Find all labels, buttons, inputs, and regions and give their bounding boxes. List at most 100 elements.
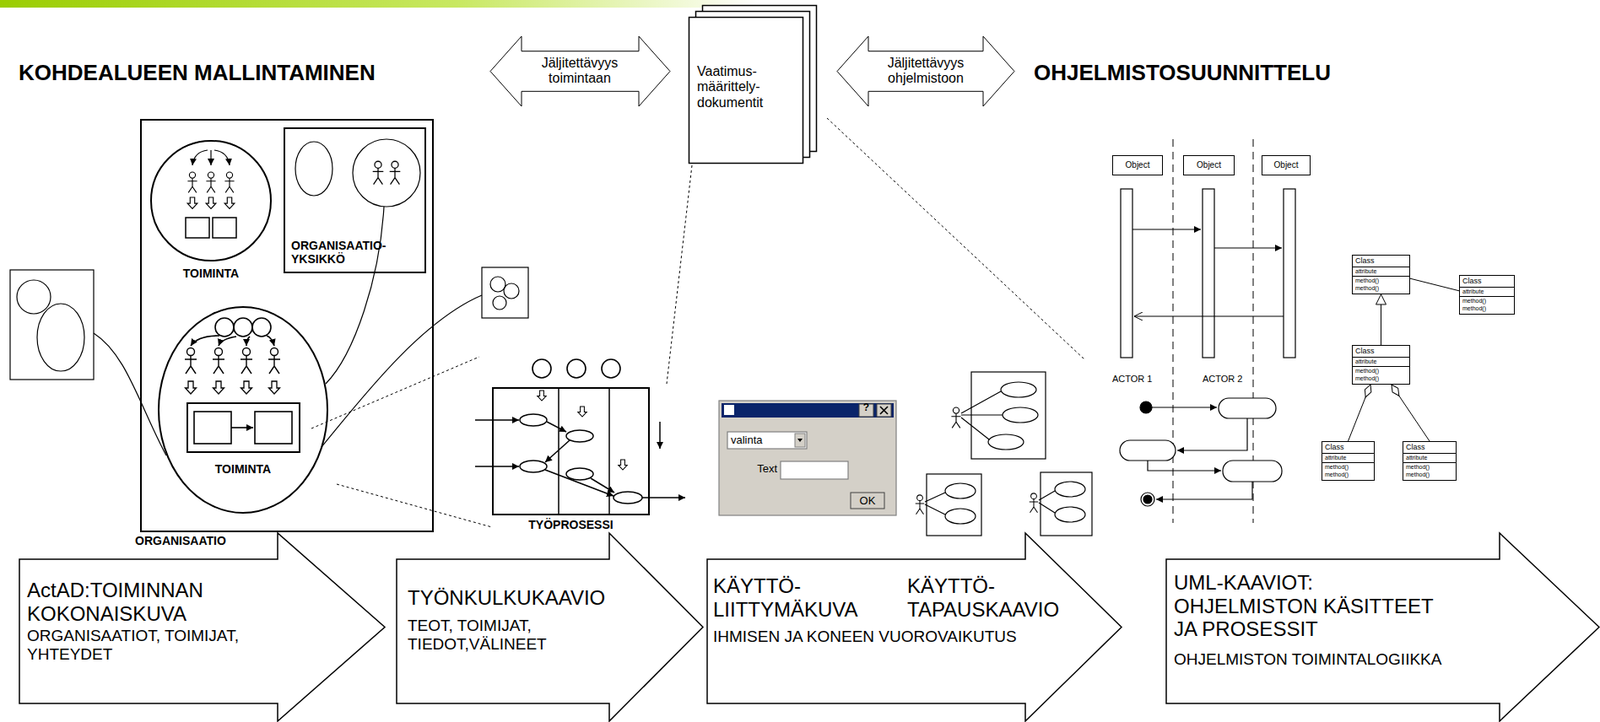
trace-arrow-text: Jäljitettävyys ohjelmistoon <box>870 55 981 87</box>
class-name: Class <box>1403 442 1456 455</box>
dialog-window <box>727 432 807 449</box>
object-box: Object <box>1261 155 1311 176</box>
activity-figures <box>192 150 208 166</box>
dialog-window <box>724 405 735 416</box>
process-flow <box>558 387 610 516</box>
phase-arrow-outline <box>706 532 1123 722</box>
title-bar <box>0 0 760 8</box>
swimlane-label: ACTOR 2 <box>1202 373 1243 385</box>
activity-figures <box>218 336 237 346</box>
process-flow <box>659 421 661 449</box>
phase-arrow: KÄYTTÖ- LIITTYMÄKUVAKÄYTTÖ- TAPAUSKAAVIO… <box>706 532 1123 722</box>
dialog-window <box>780 461 849 480</box>
class-box: Classattributemethod() method() <box>1459 275 1515 315</box>
class-attribute: attribute <box>1352 357 1410 368</box>
phase-arrow-text: UML-KAAVIOT: OHJELMISTON KÄSITTEET JA PR… <box>1173 571 1453 642</box>
activity-figures <box>214 150 230 166</box>
activity-figures <box>205 197 217 210</box>
block-arrow-shape <box>707 533 1122 722</box>
activity-figures <box>224 197 235 210</box>
phase-arrow-text: TYÖNKULKUKAAVIO <box>407 586 628 611</box>
activity-figures <box>246 336 250 346</box>
class-name: Class <box>1352 255 1410 268</box>
sequence-diagram <box>1132 228 1201 230</box>
dialog-box: ?valintaTextOK <box>718 400 897 516</box>
trace-arrow: Jäljitettävyys toimintaan <box>489 35 671 108</box>
activity-diagram <box>1119 398 1282 507</box>
block-arrow-shape <box>1166 533 1600 722</box>
process-flow <box>566 430 594 443</box>
dialog-window <box>876 404 892 417</box>
activity-diagram <box>1140 492 1155 507</box>
relation-curve <box>93 333 167 456</box>
activity-figures <box>213 381 225 395</box>
activity-circle-outline <box>150 140 272 284</box>
use-case-diagram <box>951 407 961 428</box>
context-box <box>37 303 85 372</box>
unit-figures <box>389 161 401 184</box>
activity-figures <box>241 381 253 395</box>
activity-ellipse-outline <box>157 306 329 514</box>
activity-diagram <box>1177 418 1248 451</box>
phase-arrow: UML-KAAVIOT: OHJELMISTON KÄSITTEET JA PR… <box>1165 532 1600 722</box>
activity-figures <box>231 427 254 429</box>
class-name: Class <box>1459 275 1514 288</box>
relation-curve <box>321 295 482 448</box>
swimlane-label: ACTOR 1 <box>1112 373 1152 385</box>
process-flow <box>545 440 570 463</box>
document-page <box>689 17 804 164</box>
relation-curve <box>325 206 384 384</box>
activity-diagram <box>1143 495 1152 504</box>
document-stack-text: Vaatimus- määrittely- dokumentit <box>697 64 792 111</box>
box-border <box>284 128 426 273</box>
dialog-box-text: Text <box>739 463 778 476</box>
activity-diagram <box>1156 481 1253 500</box>
use-case-diagram <box>915 372 1092 536</box>
context-box <box>481 267 529 319</box>
process-flow <box>475 419 519 422</box>
unit-figures <box>352 139 421 207</box>
class-relation <box>1380 294 1382 346</box>
activity-figures <box>233 318 253 337</box>
process-box-text: TYÖPROSESSI <box>491 518 650 532</box>
class-relation <box>1410 278 1460 292</box>
sequence-diagram <box>1120 139 1296 524</box>
activity-figures <box>185 217 210 238</box>
use-case-diagram <box>1054 481 1086 498</box>
class-relation <box>1348 384 1372 442</box>
use-case-diagram <box>1000 382 1037 398</box>
process-flow <box>590 478 615 493</box>
process-flow <box>566 468 594 481</box>
class-methods: method() method() <box>1403 463 1443 481</box>
process-box-outline <box>491 387 650 536</box>
process-flow <box>578 406 587 417</box>
activity-figures <box>212 348 225 375</box>
organisation-box: ORGANISAATIOTOIMINTAORGANISAATIO- YKSIKK… <box>140 118 434 552</box>
zoom-line <box>336 484 492 528</box>
activity-figures <box>224 172 234 193</box>
use-case-diagram <box>1038 491 1055 514</box>
process-flow <box>537 390 546 401</box>
phase-arrow: ActAD:TOIMINNAN KOKONAISKUVAORGANISAATIO… <box>18 532 386 722</box>
activity-figures <box>252 318 271 337</box>
phase-arrow-text: KÄYTTÖ- LIITTYMÄKUVA <box>713 574 895 622</box>
trace-arrow-text: Jäljitettävyys toimintaan <box>524 55 635 87</box>
phase-arrow-text: ORGANISAATIOT, TOIMIJAT, YHTEYDET <box>27 627 314 665</box>
process-flow <box>618 459 628 471</box>
process-flow <box>567 359 586 379</box>
object-box: Object <box>1183 155 1235 176</box>
activity-diagram <box>1140 401 1152 414</box>
use-case-diagram <box>988 434 1024 450</box>
phase-arrow-text: OHJELMISTON TOIMINTALOGIIKKA <box>1173 650 1537 670</box>
activity-figures <box>185 150 237 238</box>
activity-ellipse: TOIMINTA <box>157 306 329 514</box>
section-heading: OHJELMISTOSUUNNITTELU <box>1033 60 1331 87</box>
activity-figures <box>269 381 281 395</box>
use-case-diagram <box>945 508 976 525</box>
trace-arrow: Jäljitettävyys ohjelmistoon <box>836 35 1016 108</box>
activity-diagram <box>1119 440 1176 461</box>
activity-circle-text: TOIMINTA <box>150 266 272 281</box>
dialog-window <box>721 403 894 418</box>
class-name: Class <box>1352 345 1410 358</box>
class-attribute: attribute <box>1403 454 1456 464</box>
